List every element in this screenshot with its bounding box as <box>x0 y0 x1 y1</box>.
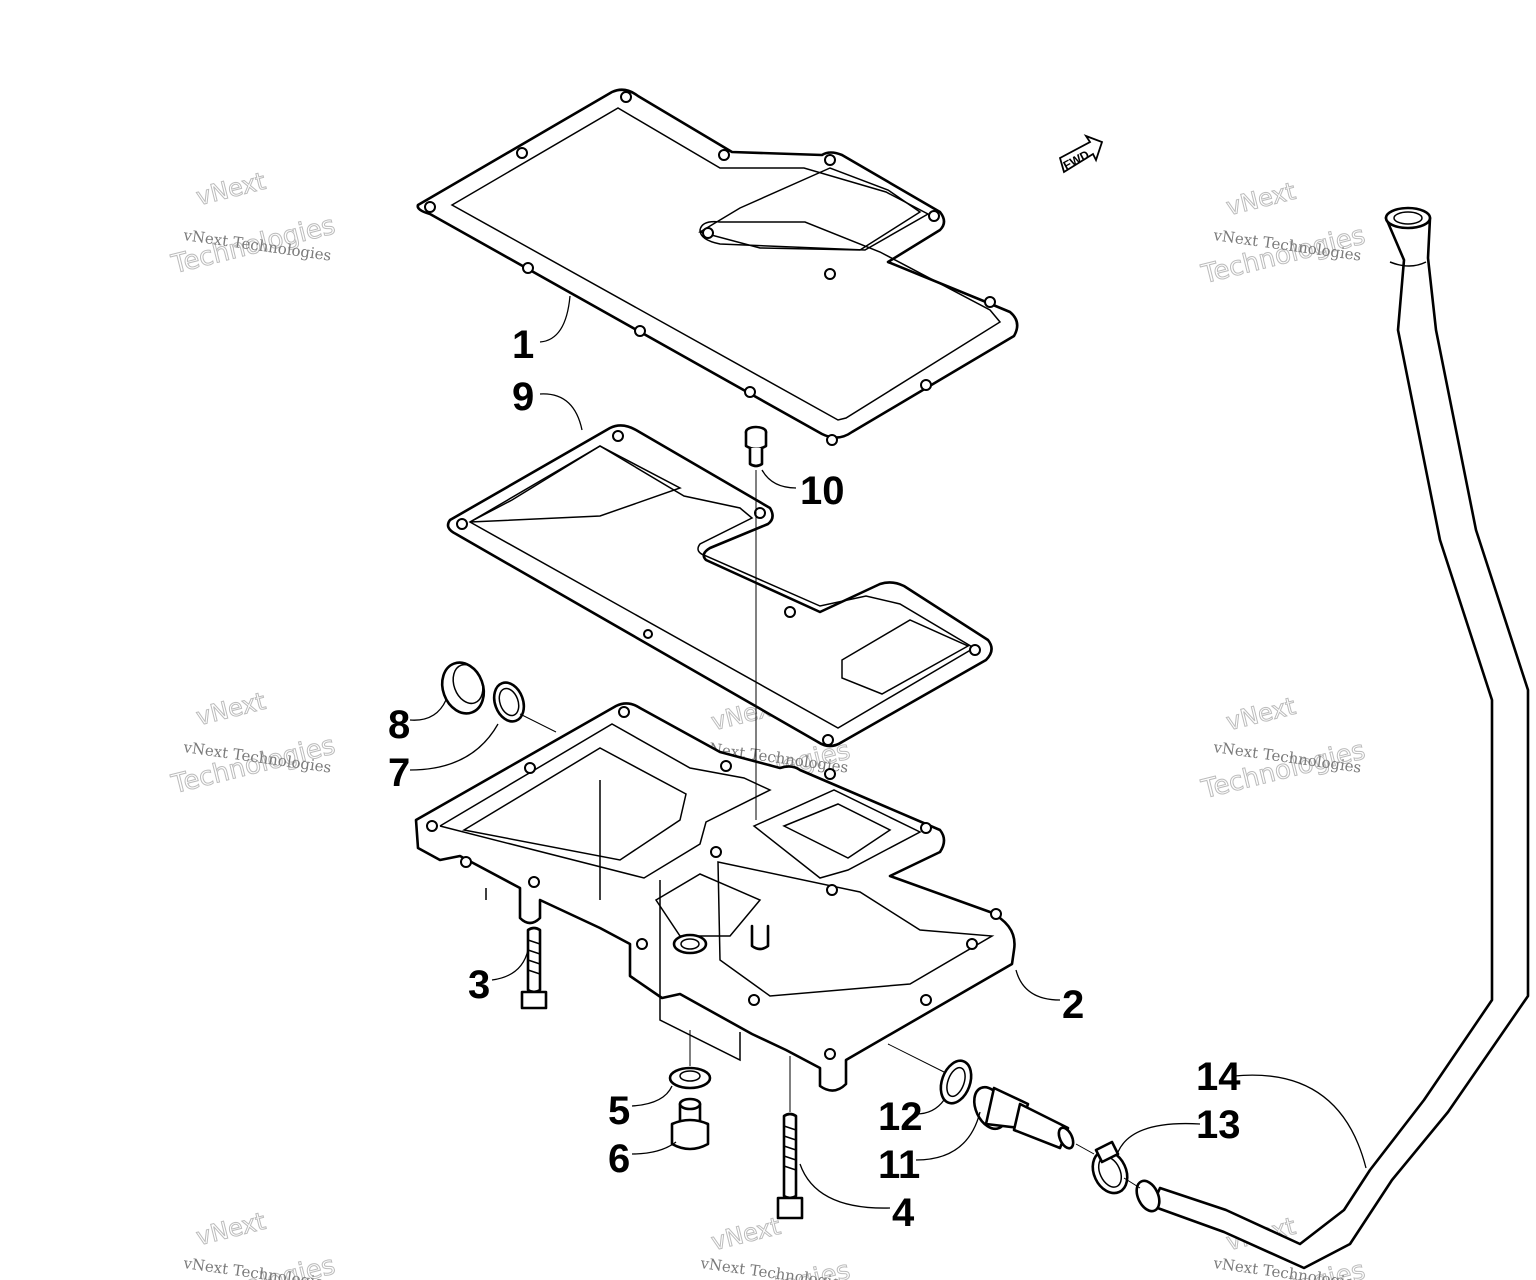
washer-part-5 <box>668 1066 712 1090</box>
fwd-arrow-icon: FWD <box>1058 134 1104 174</box>
bolt-part-3 <box>520 926 548 1010</box>
watermark-text: vNext <box>193 167 268 211</box>
watermark: vNext Technologies <box>1197 692 1368 806</box>
alignment-lines <box>519 470 1141 1189</box>
callout-6: 6 <box>608 1137 630 1181</box>
watermark-text: vNext <box>1223 177 1298 221</box>
fitting-part-11 <box>972 1085 1075 1150</box>
watermark: vNext Technologies <box>167 687 338 801</box>
callout-5: 5 <box>608 1089 630 1133</box>
watermark-text: vNext <box>708 1212 783 1256</box>
callout-14: 14 <box>1196 1055 1241 1099</box>
watermark-text: vNext <box>1223 692 1298 736</box>
watermark-text: vNext <box>193 687 268 731</box>
callout-9: 9 <box>512 375 534 419</box>
callout-13: 13 <box>1196 1103 1241 1147</box>
fwd-label: FWD <box>1061 147 1092 172</box>
watermark-text: vNext <box>193 1207 268 1251</box>
oil-pan-part-2 <box>414 702 1016 1092</box>
callout-2: 2 <box>1062 983 1084 1027</box>
o-ring-part-12 <box>939 1059 973 1105</box>
callout-12: 12 <box>878 1095 923 1139</box>
callout-11: 11 <box>878 1143 920 1187</box>
drain-plug-part-6 <box>670 1097 710 1151</box>
baffle-plate-part-9 <box>446 424 993 748</box>
watermark: vNext Technologies <box>1197 177 1368 291</box>
callout-1: 1 <box>512 323 534 367</box>
gasket-part-1 <box>416 88 1019 446</box>
callout-4: 4 <box>892 1191 915 1235</box>
callout-10: 10 <box>800 469 845 513</box>
leader-lines <box>409 295 1367 1209</box>
o-ring-part-7 <box>492 681 526 723</box>
bolt-part-10 <box>744 425 768 468</box>
hose-clamp-part-13 <box>1091 1140 1129 1195</box>
plug-part-8 <box>440 661 486 715</box>
callout-8: 8 <box>388 703 410 747</box>
callout-7: 7 <box>388 751 410 795</box>
bolt-part-4 <box>776 1112 804 1220</box>
callout-3: 3 <box>468 963 490 1007</box>
hose-part-14 <box>1135 206 1530 1270</box>
callout-labels: 1 2 3 4 5 6 7 8 9 10 11 12 13 14 <box>388 323 1241 1235</box>
